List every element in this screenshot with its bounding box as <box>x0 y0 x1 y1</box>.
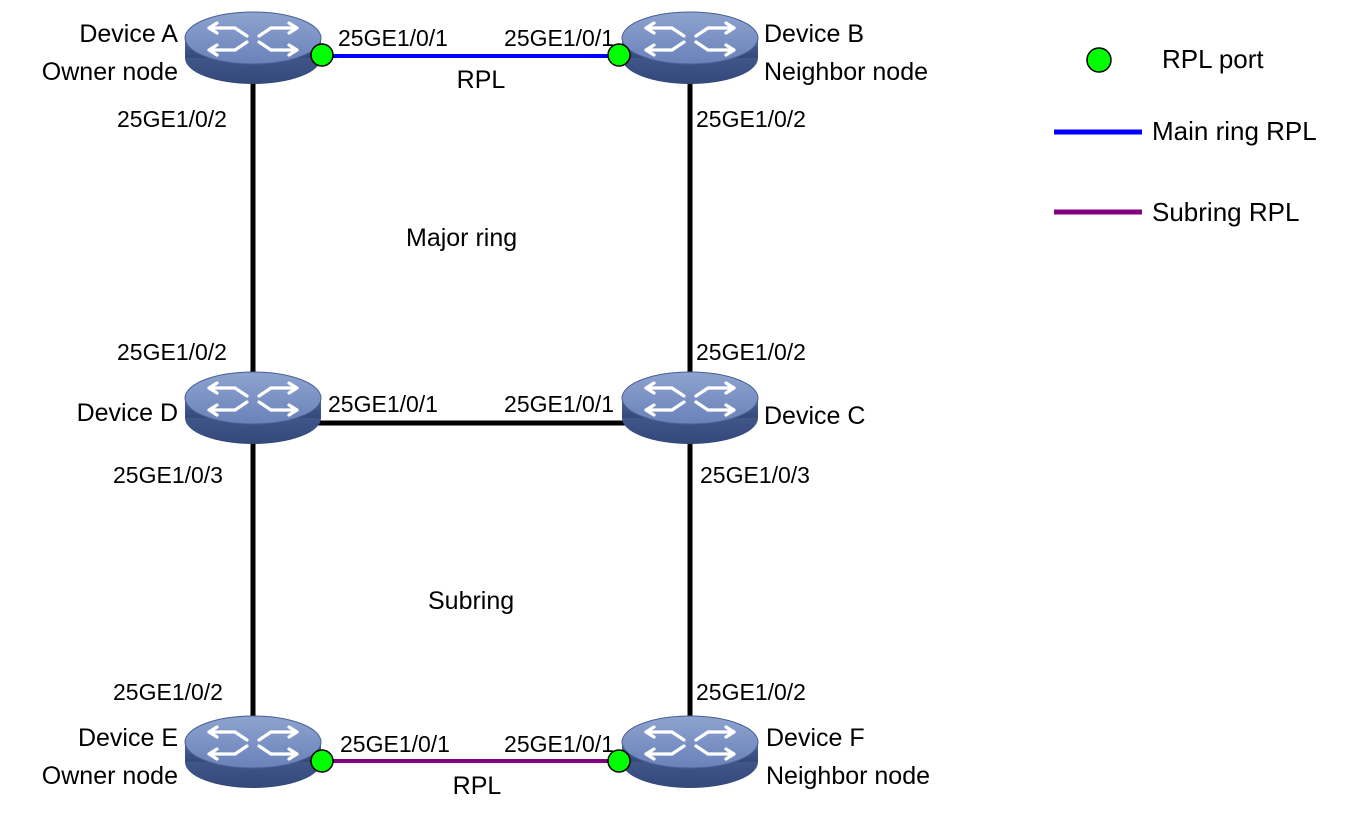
port-label-e-1: 25GE1/0/1 <box>340 731 450 757</box>
top-rpl-label: RPL <box>456 66 506 94</box>
device-d-name: Device D <box>76 399 178 427</box>
port-label-f-2: 25GE1/0/2 <box>696 679 806 705</box>
port-label-d-1: 25GE1/0/1 <box>328 391 438 417</box>
device-f-switch-icon <box>620 714 760 790</box>
device-e-switch-icon <box>183 714 323 790</box>
device-b-name: Device B <box>764 20 865 48</box>
port-label-f-1: 25GE1/0/1 <box>504 731 614 757</box>
legend-rpl-port-label: RPL port <box>1162 44 1264 74</box>
device-d-switch-icon <box>183 370 323 446</box>
device-e-role: Owner node <box>41 762 178 790</box>
port-label-c-2: 25GE1/0/2 <box>696 339 806 365</box>
device-b-role: Neighbor node <box>764 58 929 86</box>
port-label-e-2: 25GE1/0/2 <box>113 679 223 705</box>
port-label-a-2: 25GE1/0/2 <box>117 106 227 132</box>
rpl-port-e <box>310 749 334 773</box>
major-ring-label: Major ring <box>406 224 518 252</box>
device-a-name: Device A <box>79 20 178 48</box>
port-label-d-2: 25GE1/0/2 <box>117 339 227 365</box>
port-label-a-1: 25GE1/0/1 <box>338 25 448 51</box>
device-f-role: Neighbor node <box>766 762 931 790</box>
subring-label: Subring <box>428 587 515 615</box>
device-b-switch-icon <box>620 10 760 86</box>
device-a-switch-icon <box>183 10 323 86</box>
rpl-port-a <box>310 43 334 67</box>
rpl-port-f <box>607 749 631 773</box>
legend-main-ring-label: Main ring RPL <box>1152 116 1317 146</box>
bottom-rpl-label: RPL <box>452 772 502 800</box>
port-label-d-3: 25GE1/0/3 <box>113 462 223 488</box>
device-c-name: Device C <box>764 402 866 430</box>
device-f-name: Device F <box>766 724 865 752</box>
device-e-name: Device E <box>77 724 178 752</box>
legend-subring-label: Subring RPL <box>1152 197 1300 227</box>
port-label-b-1: 25GE1/0/1 <box>504 25 614 51</box>
device-c-switch-icon <box>620 370 760 446</box>
port-label-b-2: 25GE1/0/2 <box>696 106 806 132</box>
device-a-role: Owner node <box>41 58 178 86</box>
port-label-c-3: 25GE1/0/3 <box>700 462 810 488</box>
legend-rpl-port-icon <box>1086 47 1112 73</box>
rpl-port-b <box>607 43 631 67</box>
port-label-c-1: 25GE1/0/1 <box>504 391 614 417</box>
